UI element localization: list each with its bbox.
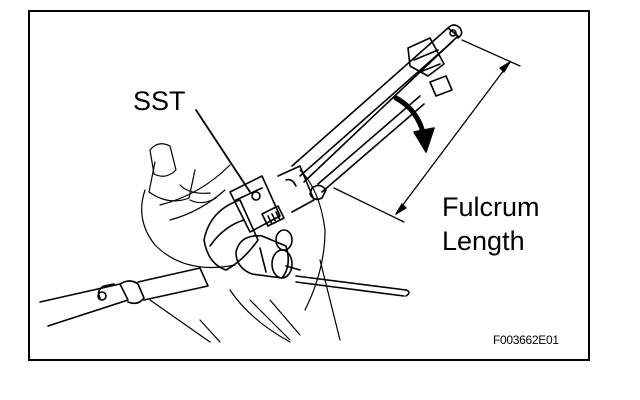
sst-label: SST [133, 86, 186, 116]
fulcrum-label-line2: Length [442, 226, 525, 256]
rotation-arrow-icon [393, 95, 435, 153]
fulcrum-dimension [333, 39, 521, 223]
sst-tool [203, 165, 315, 271]
fulcrum-label-line1: Fulcrum [442, 192, 540, 222]
fulcrum-length-label: Fulcrum Length [442, 190, 540, 258]
figure-id: F003662E01 [493, 333, 559, 347]
pinion-shaft [235, 229, 410, 297]
rack-housing [141, 143, 341, 343]
sst-leader-line [195, 109, 251, 193]
rack-tube [39, 267, 209, 327]
torque-wrench [291, 24, 463, 201]
